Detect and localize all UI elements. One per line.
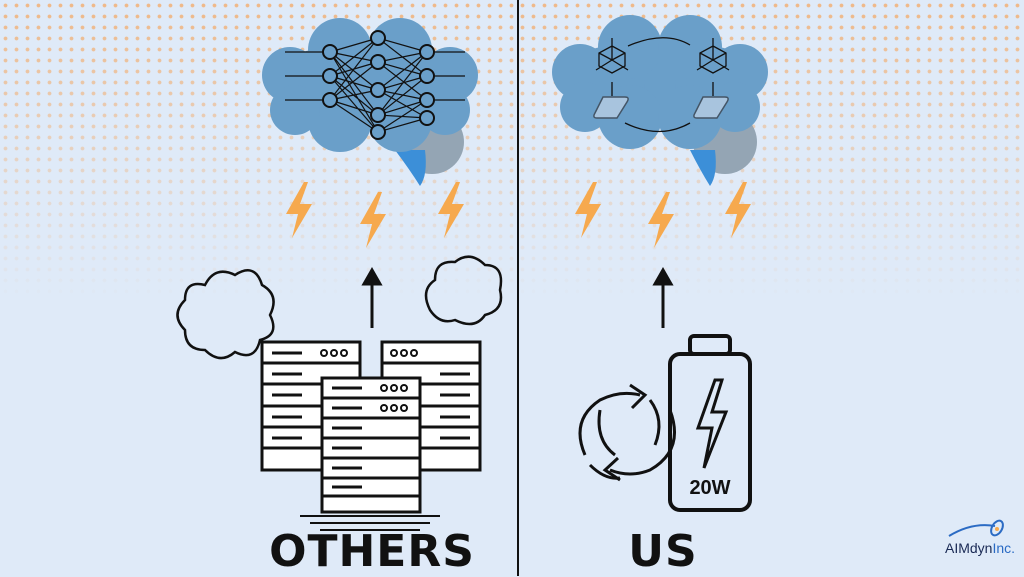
- recycle-icon: [578, 383, 676, 482]
- others-label: OTHERS: [269, 526, 475, 577]
- neural-network-icon: [285, 30, 465, 140]
- battery-icon: [668, 334, 752, 512]
- us-label: US: [628, 526, 698, 577]
- dynamics-brain-right: [552, 15, 768, 186]
- cube-axes-icon: [595, 38, 629, 74]
- logo-name: AIMdyn: [945, 540, 993, 556]
- logo-swoosh-icon: [948, 519, 1004, 537]
- latent-space-icon: [693, 96, 729, 119]
- logo-suffix: Inc.: [992, 540, 1016, 556]
- battery-wattage: 20W: [689, 477, 731, 499]
- dotted-background: [0, 0, 1024, 300]
- cube-axes-icon: [696, 38, 730, 74]
- latent-space-icon: [593, 96, 629, 119]
- smoke-icon: [176, 255, 503, 360]
- server-racks-icon: [260, 340, 482, 531]
- company-logo: AIMdynInc.: [945, 519, 1016, 556]
- neural-brain-left: [262, 18, 478, 186]
- arrow-up-icons: [361, 266, 674, 328]
- arrow-icon: [624, 122, 691, 133]
- arrow-icon: [627, 37, 691, 47]
